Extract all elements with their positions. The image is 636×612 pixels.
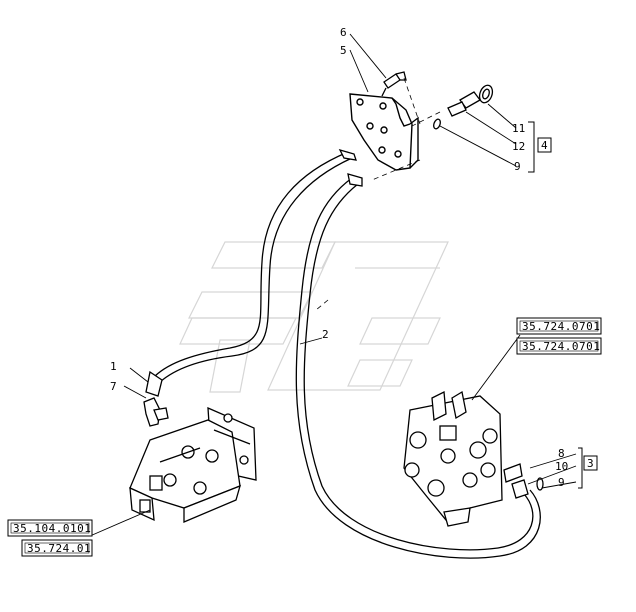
leader-lines [89,33,577,537]
group-box-3: 3 [583,455,598,471]
valve-reference-1[interactable]: 35.724.0701 [516,317,602,335]
callout-5: 5 [340,44,347,57]
hose-1 [145,148,357,397]
callout-1: 1 [110,360,117,373]
callout-10: 10 [555,460,568,473]
valve-fitting [503,463,544,499]
watermark-logo [179,241,449,393]
pump-reference-1[interactable]: 35.104.0101 [7,519,93,537]
control-valve [403,390,503,527]
callout-9-upper: 9 [514,160,521,173]
gear-pump [129,406,257,523]
hose-2 [295,173,541,559]
valve-reference-2-text: 35.724.0701 [522,340,600,353]
callout-11: 11 [512,122,525,135]
adapter-fitting [433,84,494,130]
callout-12: 12 [512,140,525,153]
elbow-fitting [143,397,169,427]
bracket-bolt [381,71,407,97]
callout-9-lower: 9 [558,476,565,489]
pump-reference-1-text: 35.104.0101 [13,522,91,535]
group-brackets [528,121,583,489]
callout-2: 2 [322,328,329,341]
pump-reference-2[interactable]: 35.724.01 [21,539,93,557]
group-box-4: 4 [537,137,552,153]
group-label-3: 3 [587,457,594,470]
valve-reference-2[interactable]: 35.724.0701 [516,337,602,355]
valve-reference-1-text: 35.724.0701 [522,320,600,333]
callout-7: 7 [110,380,117,393]
assembly-guide-lines [315,77,441,311]
callout-8: 8 [558,447,565,460]
group-label-4: 4 [541,139,548,152]
callout-6: 6 [340,26,347,39]
mounting-bracket [349,93,419,171]
pump-reference-2-text: 35.724.01 [27,542,91,555]
